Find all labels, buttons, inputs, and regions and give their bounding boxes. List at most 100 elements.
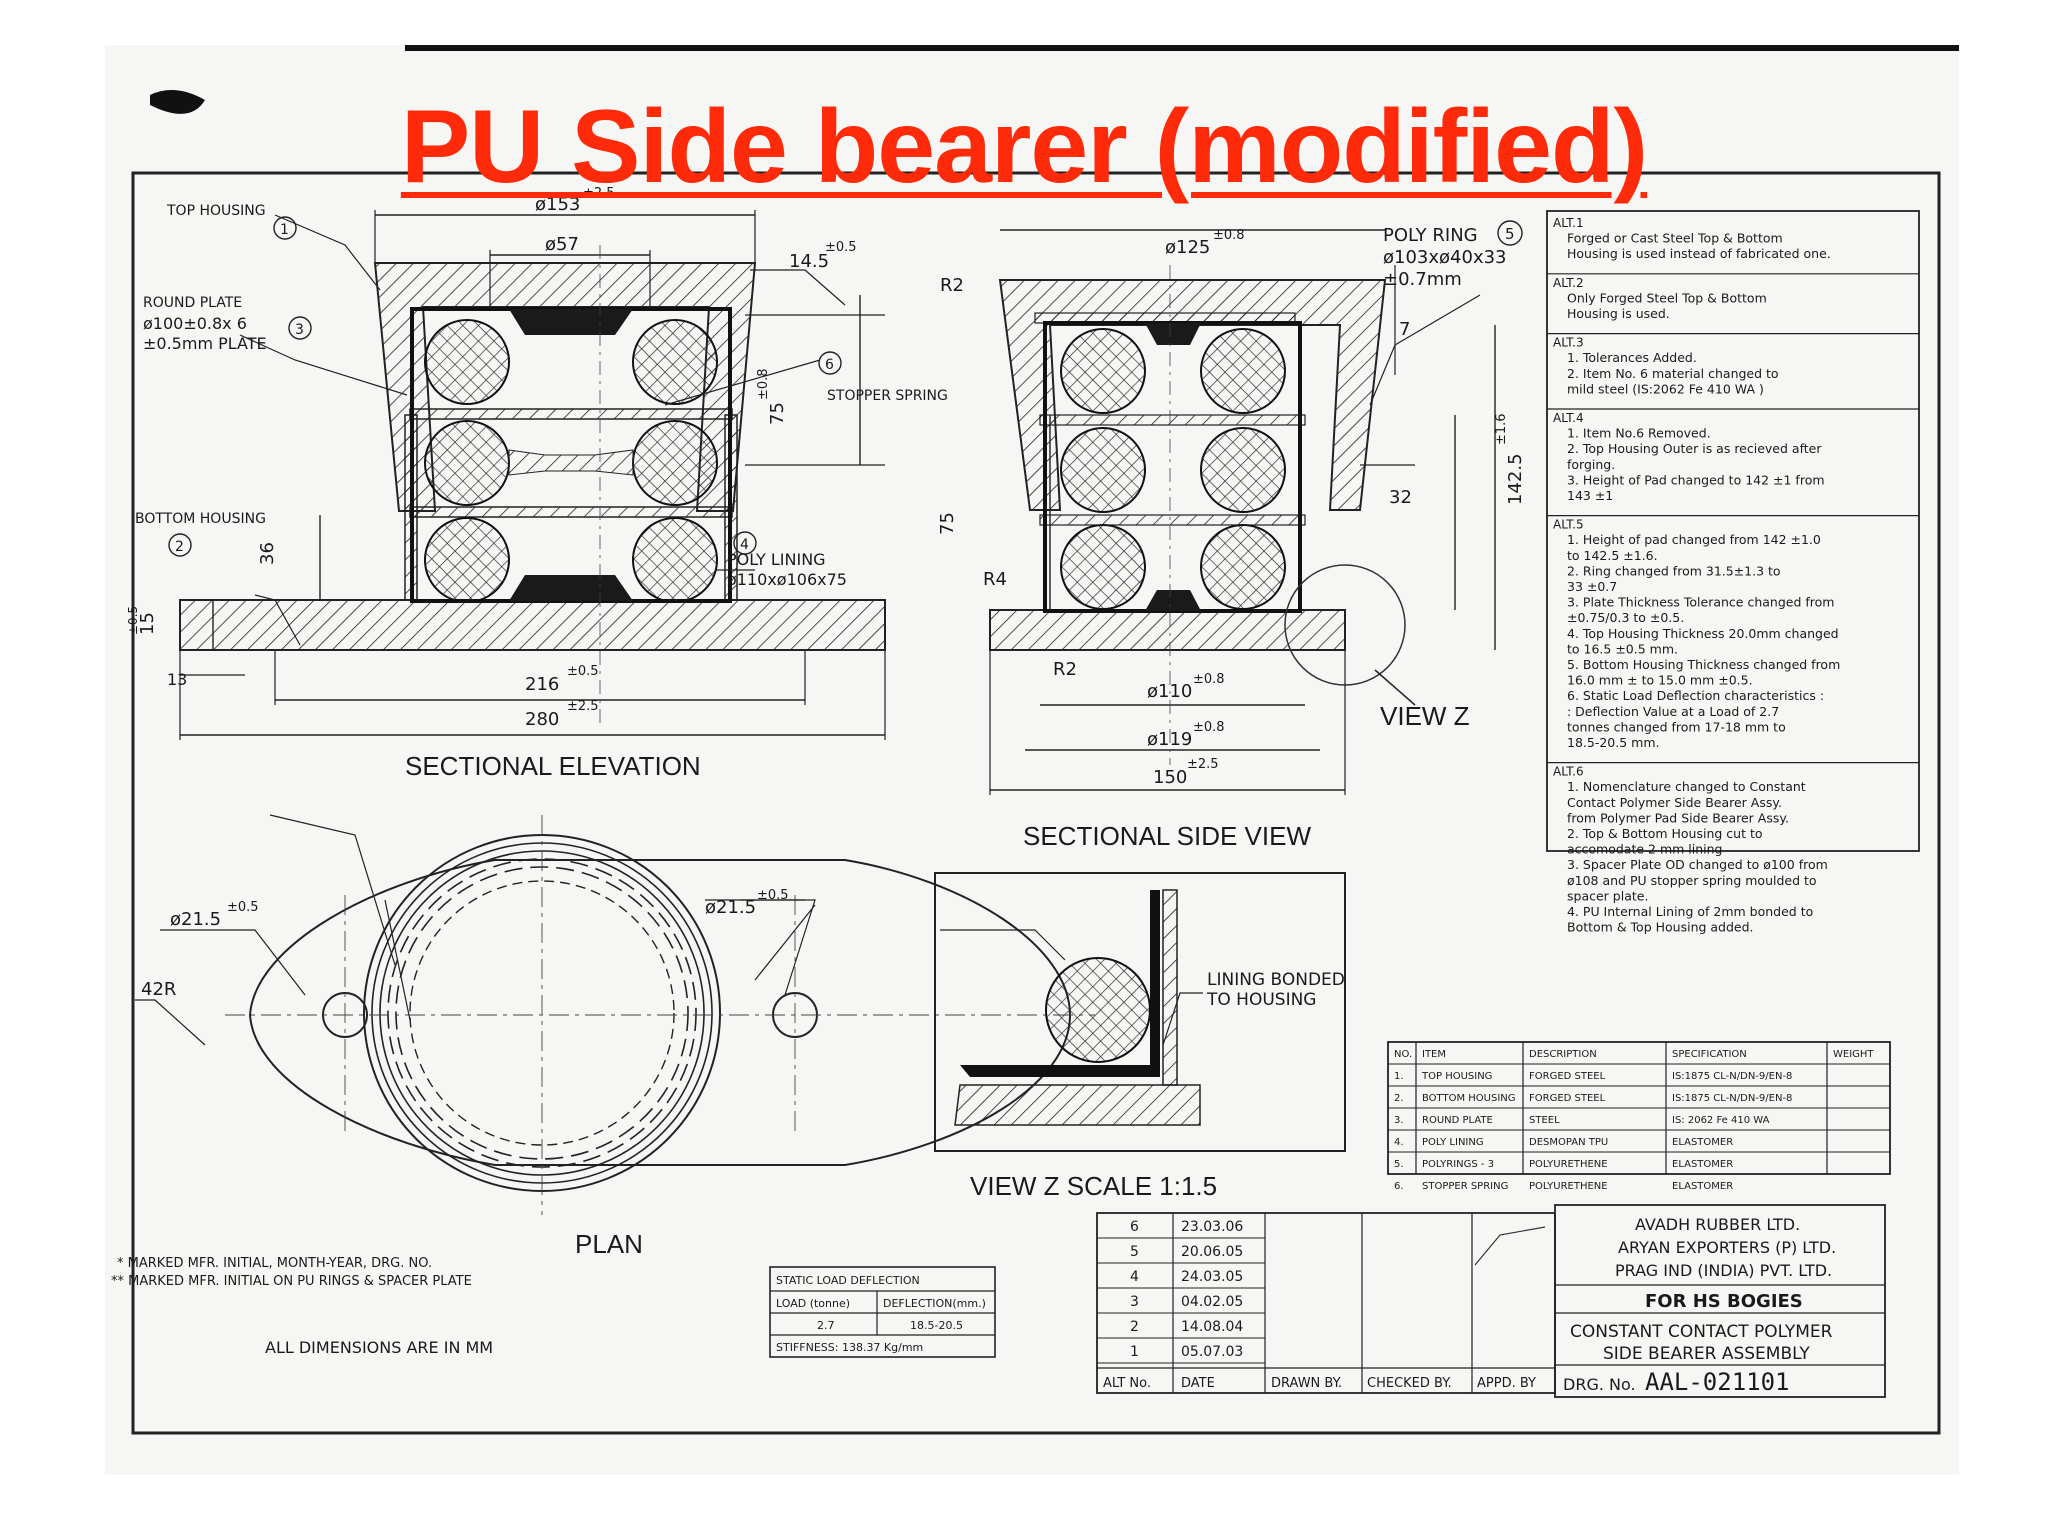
alt-head-3: ALT.3 [1553,336,1584,350]
alt-3-line-1: 1. Tolerances Added. [1567,350,1697,365]
parts-cell-6-4: ELASTOMER [1672,1181,1733,1192]
label-round-plate-2: ø100±0.8x 6 [143,314,247,333]
slide-title: PU Side bearer (modified) [400,89,1648,205]
deflection-table: STATIC LOAD DEFLECTION LOAD (tonne) DEFL… [769,1266,996,1358]
alt-6-line-3: from Polymer Pad Side Bearer Assy. [1567,810,1789,825]
dim-42r: 42R [141,979,176,1000]
alt-3-line-3: mild steel (IS:2062 Fe 410 WA ) [1567,381,1764,396]
alt-head-6: ALT.6 [1553,765,1584,779]
drg-label: DRG. No. [1563,1375,1636,1394]
dim-75-elev: 75 [767,402,788,425]
rev-date-4: 04.02.05 [1181,1294,1243,1310]
dim-32: 32 [1389,487,1412,508]
parts-cell-3-2: ROUND PLATE [1422,1115,1493,1126]
alt-4-line-4: 3. Height of Pad changed to 142 ±1 from [1567,472,1825,487]
parts-cell-6-3: POLYURETHENE [1529,1181,1608,1192]
rev-date-6: 05.07.03 [1181,1344,1243,1360]
title-line-2: SIDE BEARER ASSEMBLY [1603,1344,1810,1364]
note-1: * MARKED MFR. INITIAL, MONTH-YEAR, DRG. … [117,1256,432,1271]
rev-alt-2: 5 [1130,1244,1139,1260]
parts-cell-2-3: FORGED STEEL [1529,1093,1606,1104]
parts-header-4: SPECIFICATION [1672,1049,1747,1060]
alt-5-line-6: ±0.75/0.3 to ±0.5. [1567,610,1684,625]
rev-date-1: 23.03.06 [1181,1219,1243,1235]
rev-alt-5: 2 [1130,1319,1139,1335]
tol-15: ±0.5 [126,606,140,635]
label-round-plate-1: ROUND PLATE [143,295,242,311]
company-2: ARYAN EXPORTERS (P) LTD. [1618,1238,1836,1257]
parts-cell-1-2: TOP HOUSING [1421,1071,1492,1082]
sectional-elevation: TOP HOUSING 1 ROUND PLATE ø100±0.8x 6 ±0… [126,186,948,781]
parts-cell-1-3: FORGED STEEL [1529,1071,1606,1082]
plan-flange-outline [248,859,1072,1166]
dim-hole-right: ø21.5 [705,897,756,918]
rev-date-2: 20.06.05 [1181,1244,1243,1260]
alt-4-line-2: 2. Top Housing Outer is as recieved afte… [1567,441,1822,456]
parts-header-2: ITEM [1422,1049,1446,1060]
rev-alt-1: 6 [1130,1219,1139,1235]
parts-cell-5-1: 5. [1394,1159,1404,1170]
rev-footer-2: DATE [1181,1376,1215,1391]
company-1: AVADH RUBBER LTD. [1635,1215,1800,1234]
notes: * MARKED MFR. INITIAL, MONTH-YEAR, DRG. … [111,1256,493,1357]
parts-cell-6-1: 6. [1394,1181,1404,1192]
view-z-detail: LINING BONDED TO HOUSING VIEW Z SCALE 1:… [934,872,1346,1201]
parts-header-5: WEIGHT [1833,1049,1874,1060]
balloon-1: 1 [280,222,289,238]
parts-cell-4-4: ELASTOMER [1672,1137,1733,1148]
dim-13: 13 [167,670,187,689]
round-plate-lower [409,506,733,518]
note-all-dims: ALL DIMENSIONS ARE IN MM [265,1338,493,1357]
label-r4: R4 [983,569,1007,590]
balloon-6: 6 [825,357,834,373]
label-bottom-housing: BOTTOM HOUSING [135,511,266,527]
tol-hole-right: ±0.5 [757,888,789,903]
label-poly-lining: POLY LINING [727,550,826,569]
parts-cell-4-1: 4. [1394,1137,1404,1148]
rev-alt-4: 3 [1130,1294,1139,1310]
parts-cell-3-3: STEEL [1529,1115,1560,1126]
alt-5-line-14: 18.5-20.5 mm. [1567,735,1659,750]
alt-6-line-9: 4. PU Internal Lining of 2mm bonded to [1567,904,1813,919]
title-line-1: CONSTANT CONTACT POLYMER [1570,1322,1833,1342]
label-poly-lining-size: ø110xø106x75 [727,570,847,589]
tol-hole-left: ±0.5 [227,900,259,915]
alt-3-line-2: 2. Item No. 6 material changed to [1567,366,1779,381]
alt-5-line-10: 16.0 mm ± to 15.0 mm ±0.5. [1567,673,1753,688]
balloon-5: 5 [1505,225,1515,243]
alt-head-5: ALT.5 [1553,518,1584,532]
rev-date-3: 24.03.05 [1181,1269,1243,1285]
parts-cell-1-1: 1. [1394,1071,1404,1082]
parts-cell-3-1: 3. [1394,1115,1404,1126]
label-poly-ring-tol: ±0.7mm [1383,269,1462,290]
rev-date-5: 14.08.04 [1181,1319,1243,1335]
dim-57: ø57 [545,234,579,255]
label-r2-bottom: R2 [1053,659,1077,680]
parts-cell-6-2: STOPPER SPRING [1422,1181,1508,1192]
sectional-side-view: POLY RING 5 ø103xø40x33 ±0.7mm ø125 ±0.8… [937,220,1526,851]
rev-footer-5: APPD. BY [1477,1376,1536,1391]
col-deflection: DEFLECTION(mm.) [883,1297,986,1310]
deflection-title: STATIC LOAD DEFLECTION [776,1274,920,1287]
note-2: ** MARKED MFR. INITIAL ON PU RINGS & SPA… [111,1274,472,1289]
parts-cell-3-4: IS: 2062 Fe 410 WA [1672,1115,1770,1126]
alt-5-line-8: to 16.5 ±0.5 mm. [1567,641,1678,656]
parts-cell-5-2: POLYRINGS - 3 [1422,1159,1494,1170]
val-stiffness: STIFFNESS: 138.37 Kg/mm [776,1341,923,1354]
tol-280: ±2.5 [567,699,599,714]
col-load: LOAD (tonne) [776,1297,850,1310]
alt-5-line-5: 3. Plate Thickness Tolerance changed fro… [1567,595,1834,610]
label-poly-ring-size: ø103xø40x33 [1383,247,1507,268]
rev-alt-6: 1 [1130,1344,1139,1360]
alt-6-line-1: 1. Nomenclature changed to Constant [1567,779,1806,794]
dim-15: 15 [137,612,158,635]
label-poly-ring: POLY RING [1383,225,1478,246]
parts-header-3: DESCRIPTION [1529,1049,1597,1060]
parts-cell-2-1: 2. [1394,1093,1404,1104]
tol-216: ±0.5 [567,664,599,679]
tol-153: ±2.5 [583,186,615,201]
alt-6-line-4: 2. Top & Bottom Housing cut to [1567,826,1763,841]
